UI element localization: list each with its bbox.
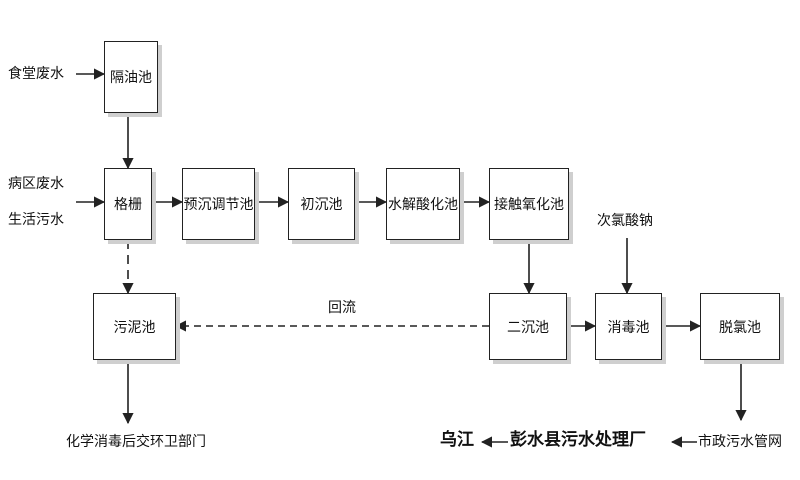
municipal-sewer-label: 市政污水管网 xyxy=(698,434,782,450)
contact-oxidation-box: 接触氧化池 xyxy=(489,168,569,240)
hydrolysis-box: 水解酸化池 xyxy=(386,168,460,240)
disinfection-box: 消毒池 xyxy=(595,293,662,360)
grease-tank-box: 隔油池 xyxy=(104,41,158,113)
canteen-wastewater-label: 食堂废水 xyxy=(8,66,64,82)
primary-settling-box: 初沉池 xyxy=(288,168,355,240)
screen-box: 格栅 xyxy=(104,168,152,240)
reflux-label: 回流 xyxy=(328,300,356,316)
domestic-sewage-label: 生活污水 xyxy=(8,212,64,228)
treatment-plant-label: 彭水县污水处理厂 xyxy=(510,430,646,450)
secondary-settling-box: 二沉池 xyxy=(489,293,567,360)
dechlorination-box: 脱氯池 xyxy=(700,293,780,360)
sodium-hypochlorite-label: 次氯酸钠 xyxy=(597,213,653,229)
sludge-disposal-label: 化学消毒后交环卫部门 xyxy=(66,434,206,450)
wujiang-river-label: 乌江 xyxy=(440,430,474,450)
ward-wastewater-label: 病区废水 xyxy=(8,176,64,192)
pre-settle-box: 预沉调节池 xyxy=(182,168,255,240)
sludge-tank-box: 污泥池 xyxy=(93,293,176,360)
